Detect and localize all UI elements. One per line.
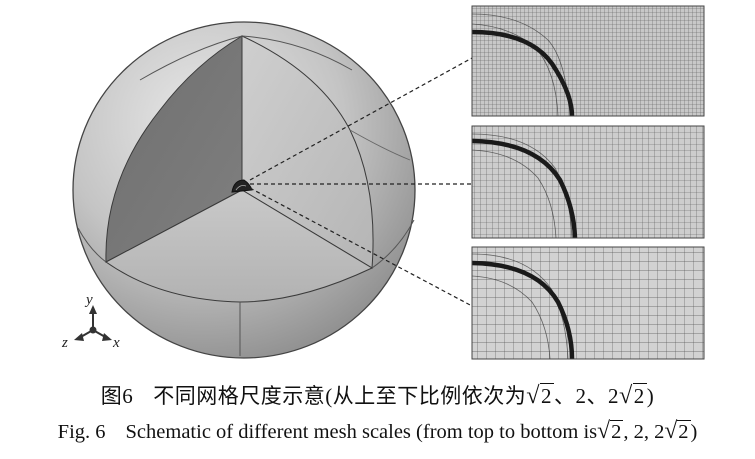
mesh-panel-fine-border (471, 5, 705, 117)
axis-label-x: x (112, 335, 120, 351)
sphere-cutaway (72, 21, 416, 359)
sqrt-two-symbol: √2 (664, 418, 691, 444)
sqrt-two-symbol: √2 (619, 382, 647, 409)
caption-chinese-label: 图6 (100, 384, 134, 408)
caption-english-middle: , 2, 2 (623, 421, 665, 443)
caption-english: Fig. 6 Schematic of different mesh scales… (0, 418, 755, 445)
zoom-leader-lines (249, 57, 473, 307)
mesh-figure: y z x (61, 5, 705, 360)
caption-english-text: Schematic of different mesh scales (from… (125, 421, 598, 443)
mesh-panel-coarse-border (471, 246, 705, 360)
mesh-panel-fine (472, 6, 704, 116)
axis-label-y: y (84, 292, 93, 308)
caption-english-label: Fig. 6 (57, 421, 106, 443)
caption-chinese-middle: 、2、2 (554, 384, 619, 408)
caption-chinese-close: ) (646, 384, 655, 408)
mesh-panel-medium-border (471, 125, 705, 239)
sqrt-two-symbol: √2 (526, 382, 554, 409)
mesh-panel-medium (472, 126, 704, 238)
axis-label-z: z (61, 335, 68, 351)
caption-english-close: ) (690, 421, 698, 443)
mesh-panel-coarse (472, 247, 704, 359)
coordinate-triad: y z x (61, 292, 120, 351)
sqrt-two-symbol: √2 (597, 418, 624, 444)
caption-chinese-text: 不同网格尺度示意(从上至下比例依次为 (153, 384, 527, 408)
